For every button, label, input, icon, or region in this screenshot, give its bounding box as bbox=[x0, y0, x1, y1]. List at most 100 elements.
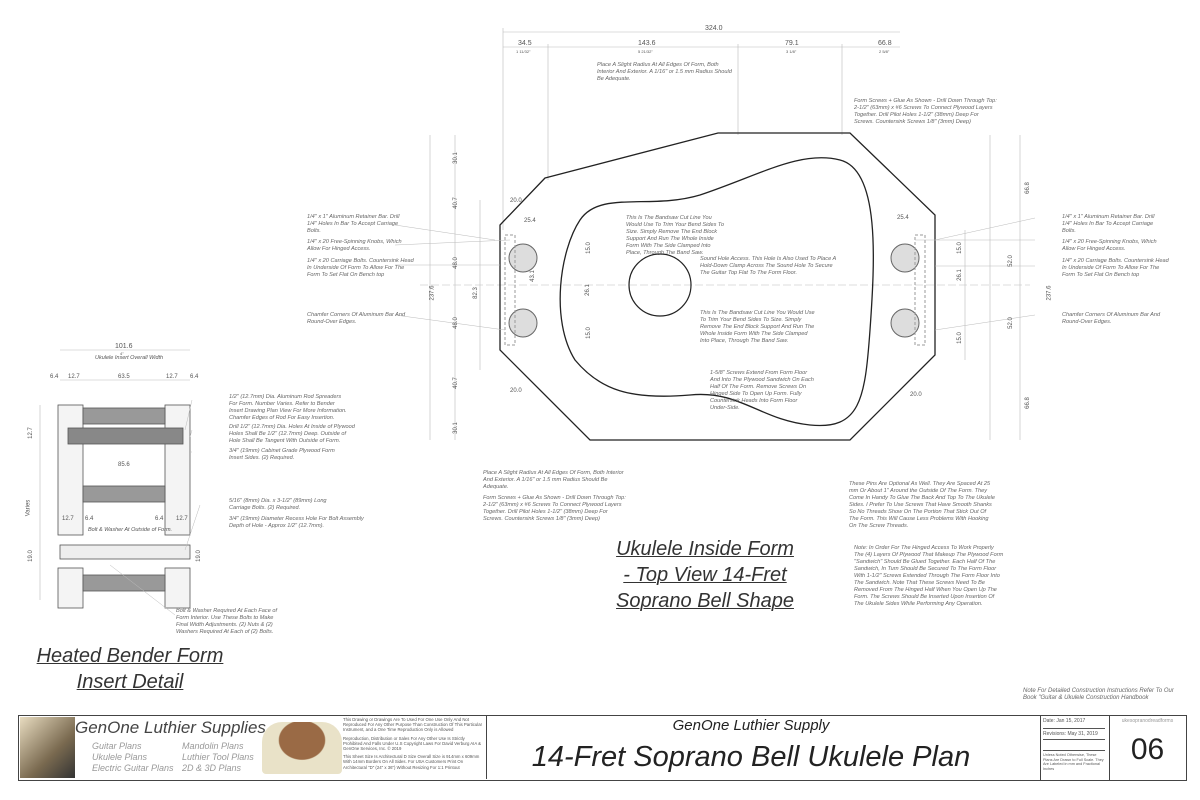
note-bandsaw-bottom: This Is The Bandsaw Cut Line You Would U… bbox=[700, 310, 815, 344]
note-retainer-bar-right: 1/4" x 1" Aluminum Retainer Bar. Drill 1… bbox=[1062, 214, 1155, 234]
dimension-label: 25.4 bbox=[524, 218, 536, 224]
legal-sheet-size: This Sheet Size Is Architectural D Size … bbox=[343, 754, 480, 770]
dimension-label: 66.8 bbox=[1024, 182, 1031, 194]
detail-note-rod-spreaders: 1/2" (12.7mm) Dia. Aluminum Rod Spreader… bbox=[229, 394, 347, 421]
detail-dimension-label: 12.7 bbox=[166, 374, 178, 380]
detail-overall-width-in: 4" bbox=[120, 351, 124, 356]
dimension-label: 25.4 bbox=[897, 215, 909, 221]
note-hinged-access: Note: In Order For The Hinged Access To … bbox=[854, 545, 1004, 607]
note-construction-book: Note For Detailed Construction Instructi… bbox=[1023, 688, 1174, 701]
dimension-label: 82.3 bbox=[472, 287, 479, 299]
detail-note-carriage-bolts: 5/16" (8mm) Dia. x 3-1/2" (89mm) Long Ca… bbox=[229, 498, 327, 511]
main-view-title-line: - Top View 14-Fret bbox=[623, 564, 787, 586]
dimension-label: 30.1 bbox=[452, 152, 459, 164]
detail-bolt-label: Bolt & Washer At Outside of Form. bbox=[88, 527, 173, 533]
legal-use: This Drawing or Drawings Are To Used For… bbox=[343, 717, 483, 733]
detail-view-title: Heated Bender Form Insert Detail bbox=[10, 643, 250, 695]
note-chamfer-left: Chamfer Corners Of Aluminum Bar And Roun… bbox=[307, 312, 406, 325]
note-form-screws-bottom: Form Screws + Glue As Shown - Drill Down… bbox=[483, 495, 626, 522]
note-knobs-right: 1/4" x 20 Free-Spinning Knobs, Which All… bbox=[1062, 239, 1157, 252]
detail-dimension-label: 6.4 bbox=[190, 374, 199, 380]
link-2d-3d-plans[interactable]: 2D & 3D Plans bbox=[182, 763, 242, 773]
plan-links: Guitar Plans Ukulele Plans Electric Guit… bbox=[92, 741, 262, 774]
sound-hole bbox=[628, 253, 692, 317]
detail-dimension-label: 6.4 bbox=[155, 516, 164, 522]
dimension-label: 20.0 bbox=[510, 198, 522, 204]
dimension-label: 237.6 bbox=[429, 285, 436, 301]
note-screws-floor: 1-5/8" Screws Extend From Form Floor And… bbox=[710, 370, 814, 411]
revisions: Revisions: May 31, 2019 bbox=[1043, 728, 1105, 740]
dim-top-d-in: 2 5/8" bbox=[879, 49, 890, 54]
note-carriage-bolts-right: 1/4" x 20 Carriage Bolts. Countersink He… bbox=[1062, 258, 1169, 278]
dimension-label: 15.0 bbox=[956, 242, 963, 254]
plan-title: 14-Fret Soprano Bell Ukulele Plan bbox=[531, 741, 971, 773]
dimension-label: 26.1 bbox=[584, 284, 591, 296]
detail-dimension-label: 85.6 bbox=[118, 462, 130, 468]
dimension-label: 52.0 bbox=[1007, 317, 1014, 329]
detail-dimension-label: 19.0 bbox=[27, 550, 34, 562]
dim-top-a-in: 1 11/32" bbox=[516, 49, 531, 54]
detail-view-title-line: Insert Detail bbox=[76, 671, 184, 693]
brand-logo-image bbox=[20, 717, 75, 778]
detail-dimension-label: 6.4 bbox=[85, 516, 94, 522]
link-ukulele-plans[interactable]: Ukulele Plans bbox=[92, 752, 148, 762]
dimension-label: 48.0 bbox=[452, 317, 459, 329]
detail-dimension-label: 19.0 bbox=[195, 550, 202, 562]
note-pins: These Pins Are Optional As Well. They Ar… bbox=[849, 481, 995, 529]
note-carriage-bolts-left: 1/4" x 20 Carriage Bolts. Countersink He… bbox=[307, 258, 414, 278]
dimension-label: 48.0 bbox=[452, 257, 459, 269]
link-guitar-plans[interactable]: Guitar Plans bbox=[92, 741, 142, 751]
detail-dimension-label: 12.7 bbox=[62, 516, 74, 522]
dimension-label: 66.8 bbox=[1024, 397, 1031, 409]
note-radius-top: Place A Slight Radius At All Edges Of Fo… bbox=[597, 62, 732, 82]
dim-overall-width: 324.0 bbox=[705, 25, 723, 32]
dimension-label: 15.0 bbox=[585, 327, 592, 339]
detail-dimension-label: 12.7 bbox=[176, 516, 188, 522]
dimension-label: 15.0 bbox=[585, 242, 592, 254]
title-block bbox=[18, 715, 1187, 781]
dim-top-c: 79.1 bbox=[785, 40, 799, 47]
note-bandsaw-top: This Is The Bandsaw Cut Line You Would U… bbox=[626, 215, 724, 256]
note-sound-hole: Sound Hole Access. This Hole Is Also Use… bbox=[700, 256, 837, 276]
note-chamfer-right: Chamfer Corners Of Aluminum Bar And Roun… bbox=[1062, 312, 1161, 325]
detail-overall-label: Ukulele Insert Overall Width bbox=[95, 355, 164, 361]
link-luthier-tool-plans[interactable]: Luthier Tool Plans bbox=[182, 752, 254, 762]
dim-top-b-in: 5 21/32" bbox=[638, 49, 653, 54]
detail-view-title-line: Heated Bender Form bbox=[36, 645, 224, 667]
link-mandolin-plans[interactable]: Mandolin Plans bbox=[182, 741, 244, 751]
dimension-lines bbox=[39, 28, 1030, 600]
dimension-label: 30.1 bbox=[452, 422, 459, 434]
dimension-label: 52.0 bbox=[1007, 255, 1014, 267]
detail-dimension-label: 12.7 bbox=[68, 374, 80, 380]
dimension-label: 20.0 bbox=[910, 392, 922, 398]
main-view-title-line: Ukulele Inside Form bbox=[616, 538, 794, 560]
knobs bbox=[504, 234, 926, 346]
detail-dimension-label: Varies bbox=[25, 499, 32, 517]
leader-lines bbox=[109, 217, 1036, 616]
detail-dimension-label: 12.7 bbox=[27, 427, 34, 439]
dimension-label: 40.7 bbox=[452, 197, 459, 209]
link-electric-guitar-plans[interactable]: Electric Guitar Plans bbox=[92, 763, 174, 773]
detail-note-recess-hole: 3/4" (19mm) Diameter Recess Hole For Bol… bbox=[229, 516, 364, 529]
legal-text: This Drawing or Drawings Are To Used For… bbox=[343, 717, 483, 770]
dim-top-a: 34.5 bbox=[518, 40, 532, 47]
note-radius-bottom: Place A Slight Radius At All Edges Of Fo… bbox=[483, 470, 624, 490]
info-box bbox=[1040, 715, 1110, 781]
dimension-label: 40.7 bbox=[452, 377, 459, 389]
date: Date: Jan 15, 2017 bbox=[1043, 718, 1086, 724]
brand-name: GenOne Luthier Supplies bbox=[75, 718, 266, 737]
note-retainer-bar-left: 1/4" x 1" Aluminum Retainer Bar. Drill 1… bbox=[307, 214, 400, 234]
form-outline bbox=[499, 132, 936, 441]
dim-top-c-in: 3 1/8" bbox=[786, 49, 797, 54]
dimension-label: 43.1 bbox=[529, 270, 536, 282]
main-view-title: Ukulele Inside Form - Top View 14-Fret S… bbox=[590, 536, 820, 614]
main-view-title-line: Soprano Bell Shape bbox=[616, 590, 794, 612]
note-knobs-left: 1/4" x 20 Free-Spinning Knobs, Which All… bbox=[307, 239, 402, 252]
detail-overall-width: 101.6 bbox=[115, 343, 133, 350]
dimension-label: 20.0 bbox=[510, 388, 522, 394]
detail-note-plywood: 3/4" (19mm) Cabinet Grade Plywood Form I… bbox=[229, 448, 335, 461]
dimension-label: 237.6 bbox=[1046, 285, 1053, 301]
insert-detail-drawing bbox=[57, 404, 191, 609]
legal-copyright: Reproduction, Distribution or Sales For … bbox=[343, 735, 482, 752]
